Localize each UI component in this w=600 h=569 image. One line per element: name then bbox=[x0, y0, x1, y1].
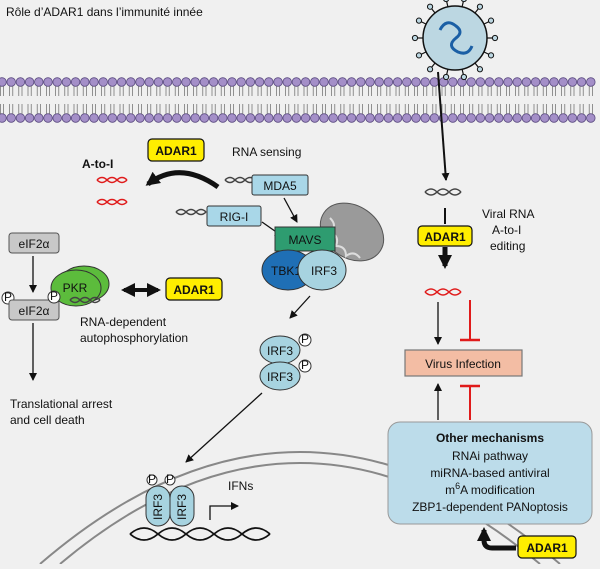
eif2a-p-label: eIF2α bbox=[19, 304, 50, 318]
adar1-pkr-label: ADAR1 bbox=[173, 283, 215, 297]
adar1-to-mechanisms-arrow bbox=[477, 527, 516, 551]
mavs-box bbox=[274, 226, 336, 252]
transcription-arrow bbox=[209, 502, 239, 520]
diagram-title: Rôle d’ADAR1 dans l’immunité innée bbox=[6, 5, 203, 19]
mda5-label: MDA5 bbox=[263, 179, 297, 193]
virus-infection-label: Virus Infection bbox=[425, 357, 501, 371]
arrest-line1: Translational arrest bbox=[10, 397, 113, 411]
adar1-viral-label: ADAR1 bbox=[424, 230, 466, 244]
adar1-sensing-label: ADAR1 bbox=[155, 144, 197, 158]
edited-viral-rna-icon bbox=[424, 288, 462, 296]
tbk1-to-irf3p-arrow bbox=[289, 295, 311, 319]
mda5-box bbox=[251, 174, 309, 196]
rigi-label: RIG-I bbox=[220, 210, 249, 224]
viral-a-to-i-label: A-to-I bbox=[492, 223, 521, 237]
adar1-mechanisms-label: ADAR1 bbox=[526, 541, 568, 555]
eif2a-phospho-label: P bbox=[4, 290, 12, 304]
m6a-modification-label: m6A modification bbox=[445, 481, 535, 497]
rna-dependent-label: RNA-dependent bbox=[80, 315, 167, 329]
rigi-box bbox=[206, 205, 262, 227]
other-mechanisms-title: Other mechanisms bbox=[436, 431, 544, 445]
ifns-label: IFNs bbox=[228, 479, 253, 493]
eif2a-p-box bbox=[8, 299, 60, 321]
virus-infection-box bbox=[404, 349, 523, 377]
irf3p-bottom-label: IRF3 bbox=[267, 370, 293, 384]
mirna-antiviral-label: miRNA-based antiviral bbox=[430, 466, 549, 480]
irf3p-to-nucleus-arrow bbox=[185, 392, 263, 463]
autophosphorylation-label: autophosphorylation bbox=[80, 331, 188, 345]
mavs-label: MAVS bbox=[288, 233, 321, 247]
viral-editing-label: editing bbox=[490, 239, 525, 253]
rnai-pathway-label: RNAi pathway bbox=[452, 449, 528, 463]
eif2a-box bbox=[8, 232, 60, 254]
svg-text:P: P bbox=[166, 472, 174, 486]
pkr-dsrna-icon bbox=[69, 296, 101, 304]
irf3-dna-complex: IRF3 IRF3 P P bbox=[145, 472, 195, 527]
adar1-editing-curved-arrow bbox=[145, 170, 220, 190]
svg-text:P: P bbox=[148, 472, 156, 486]
adar1-pkr-box bbox=[165, 277, 223, 301]
irf3p-top-label: IRF3 bbox=[267, 344, 293, 358]
irf3-ellipse bbox=[297, 249, 347, 291]
phospho-icon bbox=[298, 333, 312, 347]
phospho-label: P bbox=[301, 332, 309, 346]
pkr-phospho-label: P bbox=[50, 289, 58, 303]
virus-entry-arrow bbox=[437, 71, 450, 181]
zbp1-panoptosis-label: ZBP1-dependent PANoptosis bbox=[412, 500, 568, 514]
edited-dsrna-icon bbox=[96, 176, 128, 206]
cell-membrane bbox=[0, 77, 596, 123]
virus-icon bbox=[411, 0, 499, 81]
irf3p-bottom-ellipse bbox=[259, 361, 301, 391]
pkr-label: PKR bbox=[63, 281, 88, 295]
adar1-mechanisms-box bbox=[517, 535, 577, 559]
irf3-label: IRF3 bbox=[311, 264, 337, 278]
phospho-icon bbox=[298, 359, 312, 373]
viral-rna-label: Viral RNA bbox=[482, 207, 534, 221]
tbk1-label: TBK1 bbox=[271, 264, 301, 278]
adar1-viral-box bbox=[417, 225, 473, 247]
dsrna-rigi-icon bbox=[175, 208, 207, 216]
pkr-phospho-icon bbox=[47, 290, 61, 304]
other-mechanisms-box bbox=[387, 421, 593, 525]
a-to-i-label: A-to-I bbox=[82, 157, 113, 171]
pkr-ellipse bbox=[50, 269, 102, 307]
eif2a-label: eIF2α bbox=[19, 237, 50, 251]
viral-rna-icon bbox=[424, 188, 462, 196]
arrest-line2: and cell death bbox=[10, 413, 85, 427]
dsrna-mda5-icon bbox=[224, 176, 256, 184]
rna-sensing-label: RNA sensing bbox=[232, 145, 301, 159]
svg-text:IRF3: IRF3 bbox=[151, 494, 165, 520]
phospho-label: P bbox=[301, 358, 309, 372]
mitochondrion-icon bbox=[319, 202, 385, 262]
adar1-sensing-box bbox=[147, 138, 205, 162]
mda5-to-mavs-arrow bbox=[283, 197, 298, 223]
dna-helix-icon bbox=[129, 527, 271, 541]
svg-text:IRF3: IRF3 bbox=[175, 494, 189, 520]
